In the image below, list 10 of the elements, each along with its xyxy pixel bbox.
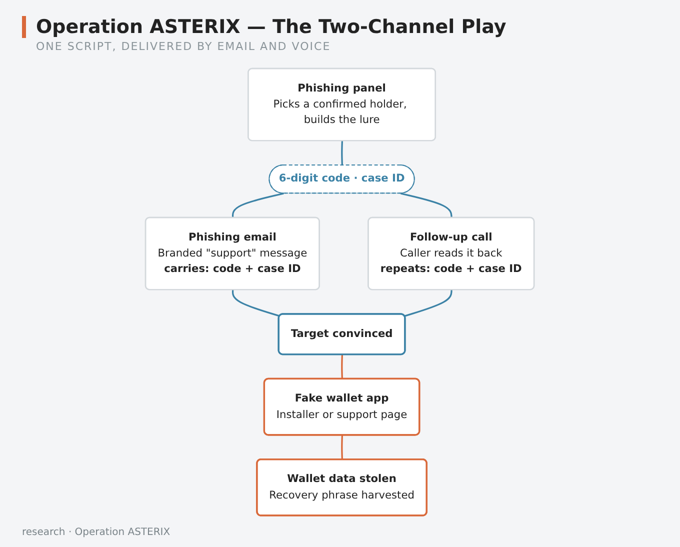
subtitle: ONE SCRIPT, DELIVERED BY EMAIL AND VOICE <box>36 40 331 53</box>
connector <box>232 192 284 218</box>
connector <box>341 140 344 166</box>
connector <box>341 354 344 380</box>
connector <box>404 290 453 317</box>
diagram-title: Operation ASTERIX — The Two-Channel Play <box>22 16 506 38</box>
connector <box>232 290 280 317</box>
connector <box>400 192 453 218</box>
connector <box>341 435 344 460</box>
source-caption: research · Operation ASTERIX <box>22 527 170 538</box>
